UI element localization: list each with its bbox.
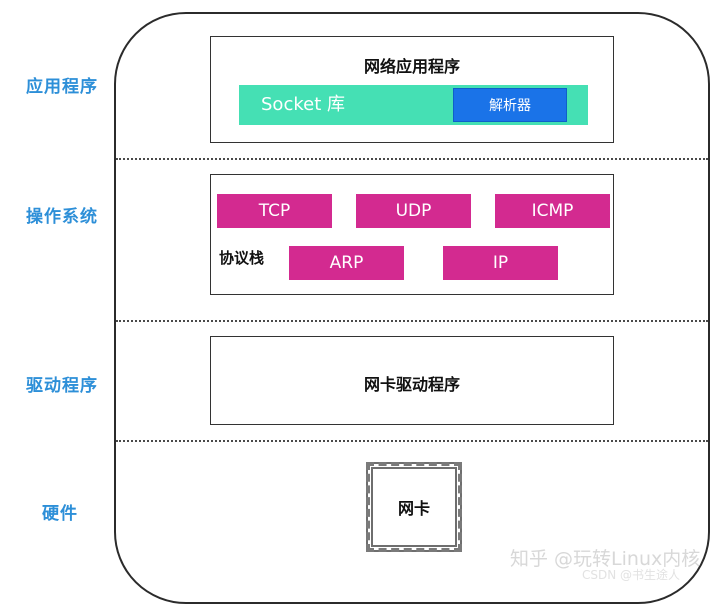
protocol-icmp: ICMP — [495, 194, 610, 228]
layer-label-app: 应用程序 — [26, 77, 98, 97]
network-application-title: 网络应用程序 — [363, 57, 460, 76]
nic-driver-box: 网卡驱动程序 — [210, 336, 614, 425]
divider-os-driver — [116, 320, 708, 322]
layer-label-driver: 驱动程序 — [26, 376, 98, 396]
nic-driver-title: 网卡驱动程序 — [363, 375, 460, 394]
resolver-box: 解析器 — [453, 88, 567, 122]
layer-label-hardware: 硬件 — [42, 504, 78, 524]
network-application-box: 网络应用程序 Socket 库 解析器 — [210, 36, 614, 143]
divider-driver-hardware — [116, 440, 708, 442]
layer-label-os: 操作系统 — [26, 207, 98, 227]
protocol-tcp: TCP — [217, 194, 332, 228]
watermark-csdn: CSDN @书生途人 — [582, 568, 681, 582]
network-card-chip: 网卡 — [366, 462, 462, 552]
protocol-ip: IP — [443, 246, 558, 280]
divider-app-os — [116, 158, 708, 160]
protocol-stack-box: TCP UDP ICMP 协议栈 ARP IP — [210, 174, 614, 295]
socket-library-label: Socket 库 — [261, 94, 345, 115]
protocol-udp: UDP — [356, 194, 471, 228]
protocol-arp: ARP — [289, 246, 404, 280]
network-card-label: 网卡 — [397, 499, 430, 518]
watermark-zhihu: 知乎 @玩转Linux内核 — [510, 548, 701, 570]
protocol-stack-label: 协议栈 — [219, 249, 265, 267]
